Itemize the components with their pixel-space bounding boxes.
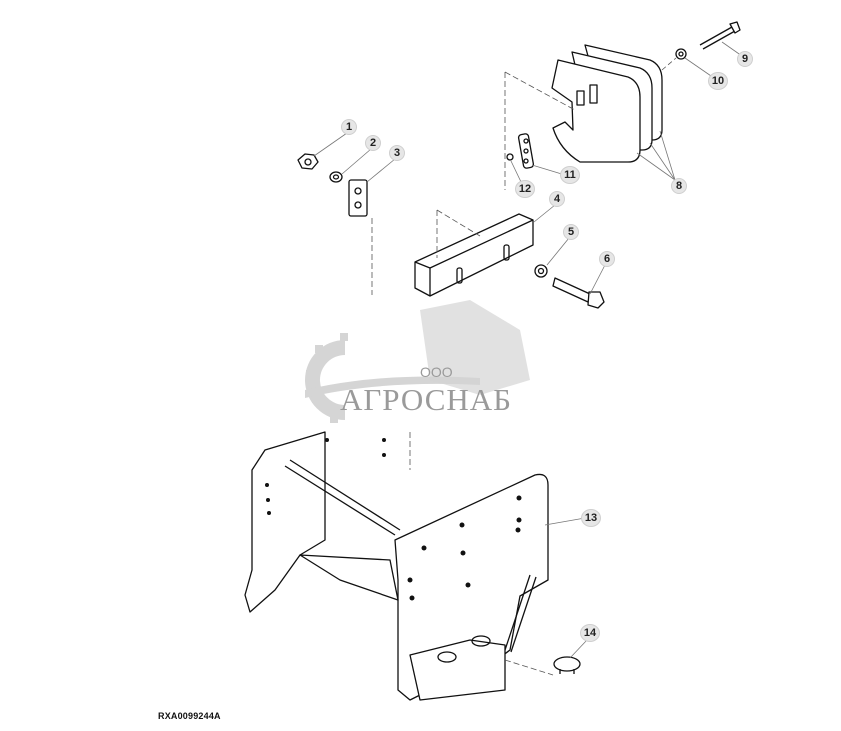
callout-13: 13 (581, 509, 601, 527)
callout-3: 3 (389, 145, 405, 161)
figure-id: RXA0099244A (158, 711, 221, 721)
weight-bar-part (414, 209, 534, 297)
callout-2: 2 (365, 135, 381, 151)
plug-part (553, 656, 581, 674)
bolt-part (699, 21, 741, 50)
retainer-plate-part (517, 133, 535, 169)
callout-14: 14 (580, 624, 600, 642)
callout-6: 6 (599, 251, 615, 267)
callout-12: 12 (515, 180, 535, 198)
weight-support-frame-part (244, 431, 549, 701)
callout-10: 10 (708, 72, 728, 90)
cap-screw-part (552, 277, 605, 309)
callout-9: 9 (737, 51, 753, 67)
watermark-logo-icon (305, 300, 530, 423)
callout-8: 8 (671, 178, 687, 194)
callout-5: 5 (563, 224, 579, 240)
plate-part (348, 179, 368, 217)
callout-1: 1 (341, 119, 357, 135)
watermark-prefix: ООО (420, 364, 453, 380)
nut-part (297, 153, 319, 170)
washer-part (329, 171, 343, 183)
callout-11: 11 (560, 166, 580, 184)
watermark-company: АГРОСНАБ (340, 382, 512, 417)
front-weights-part (551, 44, 663, 163)
callout-4: 4 (549, 191, 565, 207)
